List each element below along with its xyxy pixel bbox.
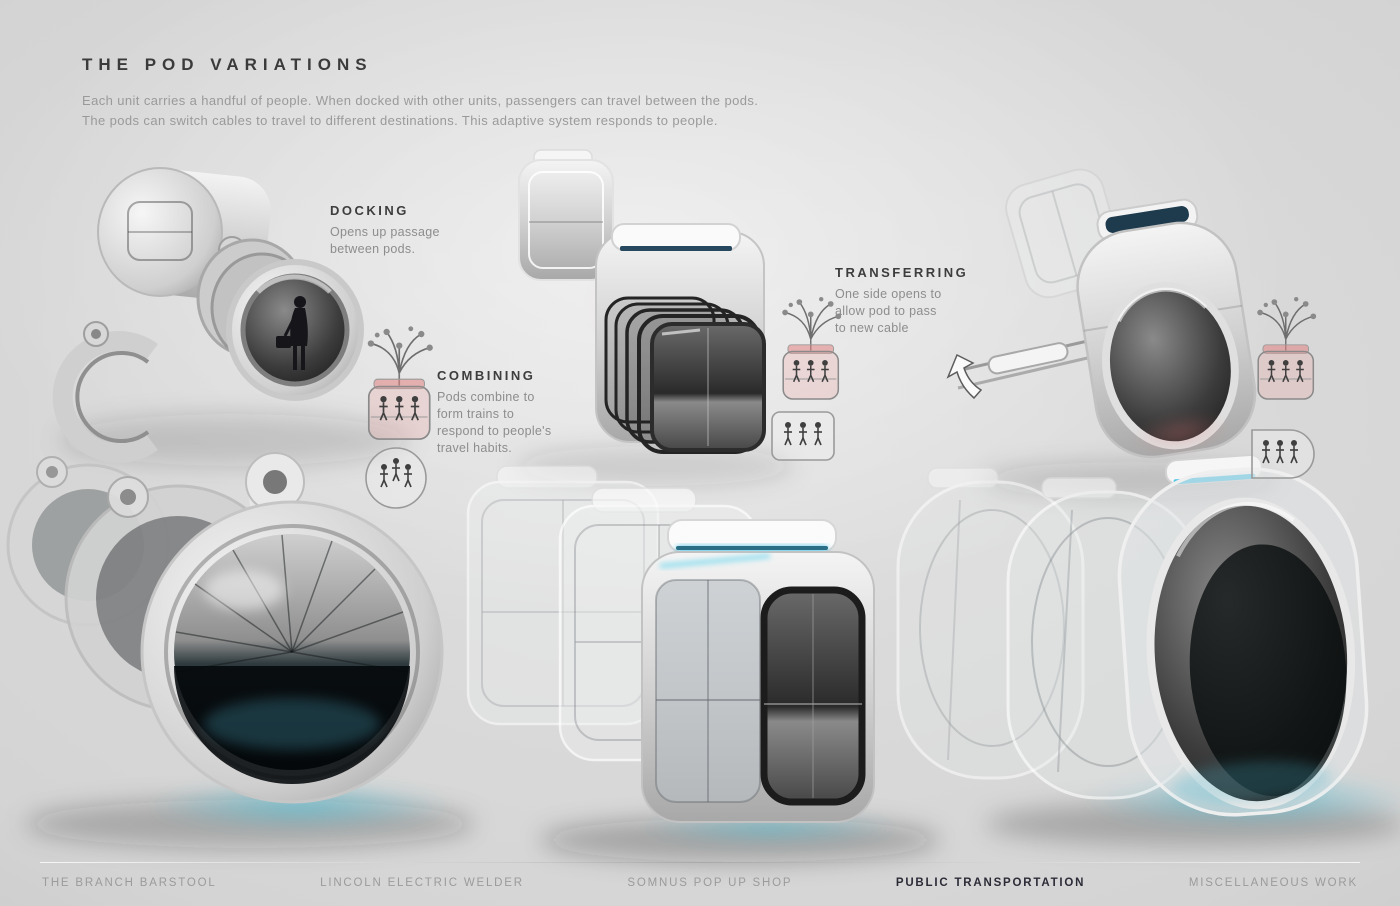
annotation-docking-body: Opens up passage between pods. [330, 225, 440, 256]
nav-item-somnus-pop-up-shop[interactable]: SOMNUS POP UP SHOP [627, 877, 793, 889]
transfer-arrow [946, 353, 983, 400]
cable-support-sketch-right [1257, 297, 1316, 399]
sphere-train-illustration [6, 452, 475, 848]
pod-door [760, 586, 866, 806]
passenger-silhouette [276, 296, 308, 370]
pod-train-illustration [466, 465, 940, 862]
page-header: THE POD VARIATIONS Each unit carries a h… [82, 55, 758, 130]
top-view-sketch-right [1251, 429, 1315, 479]
annotation-transferring-heading: TRANSFERRING [835, 265, 969, 280]
docking-illustration [52, 167, 410, 466]
top-view-sketch-left [365, 447, 427, 509]
annotation-transferring: TRANSFERRING One side opens to allow pod… [835, 265, 985, 337]
cable-support-sketch-left [368, 326, 433, 439]
nav-item-branch-barstool[interactable]: THE BRANCH BARSTOOL [42, 877, 217, 889]
annotation-combining-heading: COMBINING [437, 368, 536, 383]
annotation-docking-heading: DOCKING [330, 203, 409, 218]
annotation-docking: DOCKING Opens up passage between pods. [330, 203, 470, 258]
annotation-combining-body: Pods combine to form trains to respond t… [437, 390, 552, 455]
page-title: THE POD VARIATIONS [82, 55, 373, 74]
page-subtitle: Each unit carries a handful of people. W… [82, 93, 759, 128]
project-nav: THE BRANCH BARSTOOL LINCOLN ELECTRIC WEL… [0, 860, 1400, 906]
transferring-illustration [946, 168, 1280, 498]
annotation-transferring-body: One side opens to allow pod to pass to n… [835, 287, 942, 335]
nav-item-miscellaneous-work[interactable]: MISCELLANEOUS WORK [1188, 877, 1358, 889]
annotation-combining: COMBINING Pods combine to form trains to… [437, 368, 587, 457]
oval-train-illustration [896, 453, 1400, 846]
nav-item-public-transportation[interactable]: PUBLIC TRANSPORTATION [895, 877, 1086, 889]
cable-support-sketch-middle [782, 297, 841, 399]
nav-item-lincoln-electric-welder[interactable]: LINCOLN ELECTRIC WELDER [320, 877, 524, 889]
top-view-sketch-middle [771, 411, 835, 461]
combining-illustration [515, 149, 795, 486]
